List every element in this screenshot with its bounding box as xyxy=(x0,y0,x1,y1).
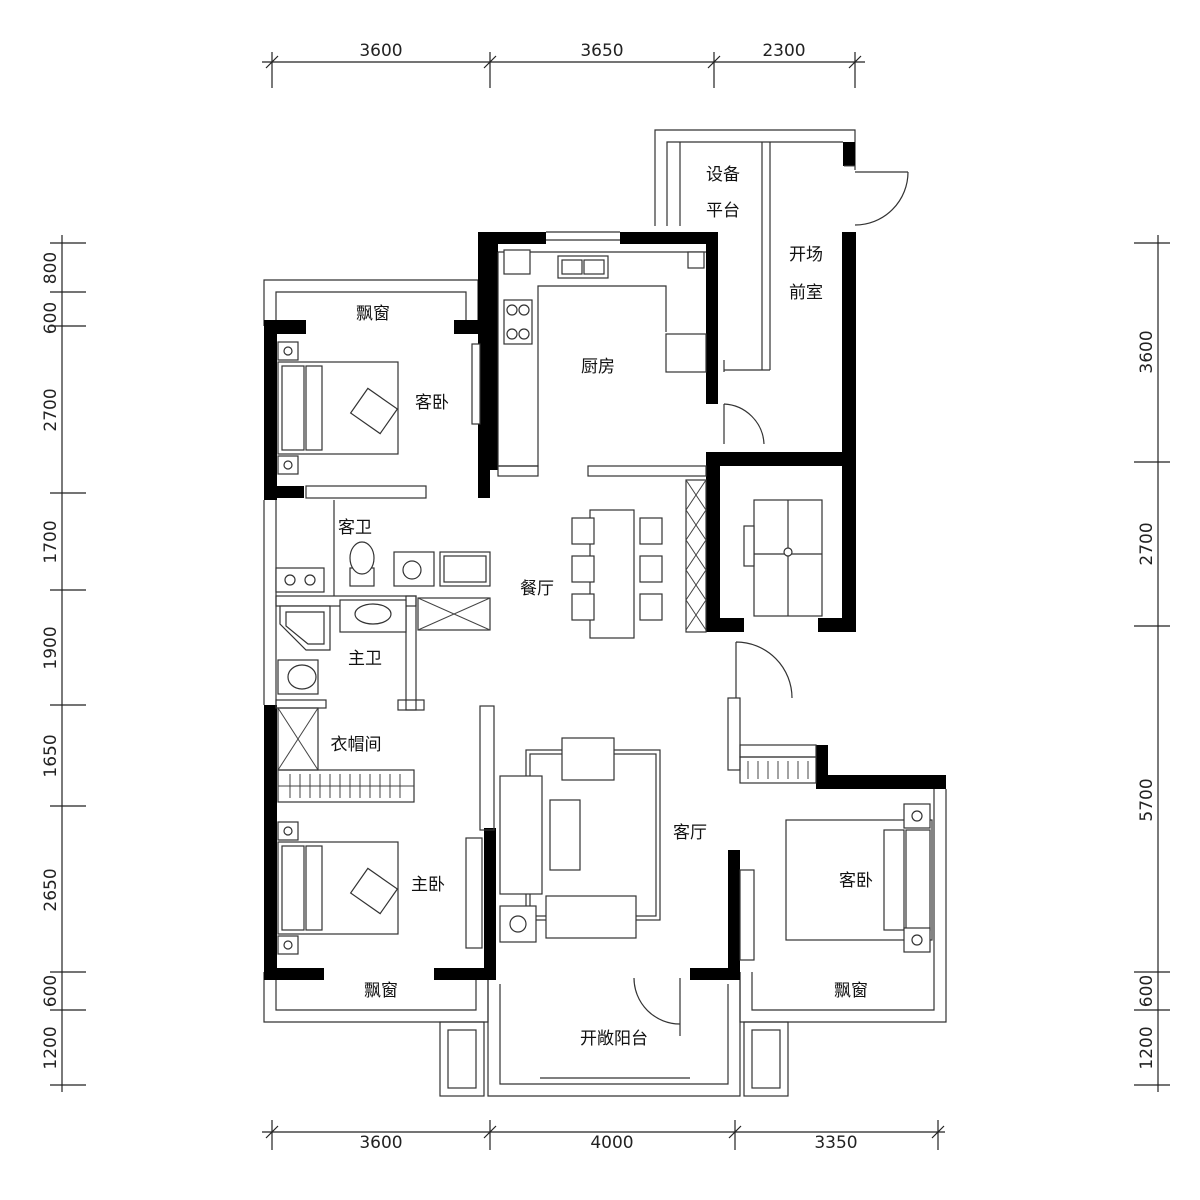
room-label-bay-window-top: 飘窗 xyxy=(356,304,390,324)
kitchen-counter xyxy=(497,249,707,467)
room-label-living: 客厅 xyxy=(673,823,707,843)
left-dim-6: 1650 xyxy=(41,734,61,777)
bottom-dim-1: 3600 xyxy=(359,1133,402,1153)
room-label-cloakroom: 衣帽间 xyxy=(331,735,382,755)
master-bath-fixtures xyxy=(277,597,491,695)
room-label-bay-window-right: 飘窗 xyxy=(834,981,868,1001)
left-dim-5: 1900 xyxy=(41,626,61,669)
bed-master xyxy=(277,821,399,955)
room-label-dining: 餐厅 xyxy=(520,579,554,599)
left-dim-4: 1700 xyxy=(41,520,61,563)
right-dim-1: 3600 xyxy=(1137,330,1157,373)
left-dim-1: 600 xyxy=(41,302,61,334)
dining-table xyxy=(571,509,663,639)
room-label-equipment-platform-line1: 设备 xyxy=(706,165,740,185)
outer-outline xyxy=(263,129,947,1097)
left-dim-8: 600 xyxy=(41,975,61,1007)
top-dim-2: 3650 xyxy=(580,41,623,61)
top-dimension-line xyxy=(262,52,865,88)
room-label-bay-window-left: 飘窗 xyxy=(364,981,398,1001)
bed-guest-left xyxy=(277,341,481,475)
right-dim-5: 1200 xyxy=(1137,1026,1157,1069)
elevator-door-hatch xyxy=(685,479,707,633)
left-dim-9: 1200 xyxy=(41,1026,61,1069)
room-label-open-vestibule-line1: 开场 xyxy=(789,245,823,265)
room-label-kitchen: 厨房 xyxy=(581,357,615,377)
living-room-furniture xyxy=(465,737,755,961)
bottom-dim-3: 3350 xyxy=(814,1133,857,1153)
right-dim-4: 600 xyxy=(1137,975,1157,1007)
right-dim-3: 5700 xyxy=(1137,778,1157,821)
room-label-guest-bedroom-left: 客卧 xyxy=(415,393,449,413)
room-label-master-bedroom: 主卧 xyxy=(411,875,445,895)
interior-walls xyxy=(275,465,947,972)
doors xyxy=(633,171,909,1036)
top-dim-1: 3600 xyxy=(359,41,402,61)
room-label-open-balcony: 开敞阳台 xyxy=(580,1029,648,1049)
cloakroom-fixtures xyxy=(277,707,415,803)
room-label-guest-bath: 客卫 xyxy=(338,518,372,538)
elevator xyxy=(743,499,823,617)
bed-guest-right xyxy=(739,756,933,953)
room-label-open-vestibule-line2: 前室 xyxy=(789,283,823,303)
left-dim-3: 2700 xyxy=(41,388,61,431)
guest-bath-fixtures xyxy=(275,541,491,593)
walls xyxy=(264,142,946,980)
top-dim-3: 2300 xyxy=(762,41,805,61)
right-dim-2: 2700 xyxy=(1137,522,1157,565)
bottom-dim-2: 4000 xyxy=(590,1133,633,1153)
left-dimension-line xyxy=(50,235,86,1092)
room-label-guest-bedroom-right: 客卧 xyxy=(839,871,873,891)
room-label-equipment-platform-line2: 平台 xyxy=(706,201,740,221)
room-label-master-bath: 主卫 xyxy=(348,649,382,669)
left-dim-7: 2650 xyxy=(41,868,61,911)
right-dimension-line xyxy=(1134,235,1170,1092)
left-dim-2: 800 xyxy=(41,252,61,284)
bottom-dimension-line xyxy=(262,1120,945,1150)
